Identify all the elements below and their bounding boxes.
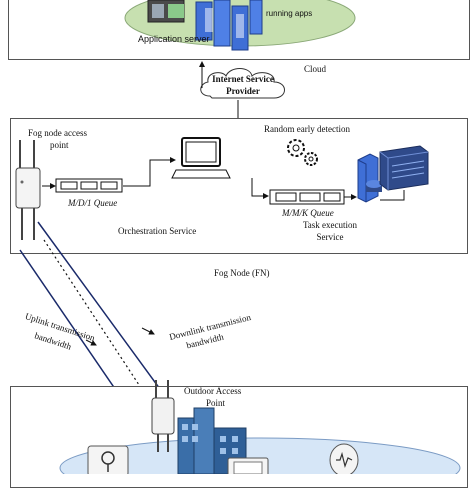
middle-dotted-line	[43, 239, 163, 421]
downlink-line	[37, 221, 169, 401]
running-apps-label: running apps	[266, 9, 313, 18]
orchestrator-laptop-icon	[171, 137, 231, 179]
ground-area	[59, 437, 461, 474]
md1-queue-label: M/D/1 Queue	[68, 198, 118, 208]
execution-server-icon	[357, 153, 382, 203]
fog-access-point-label-line1: Fog node access	[28, 128, 87, 138]
isp-label-line2: Provider	[226, 86, 260, 96]
isp-cloud-icon	[200, 68, 285, 99]
outdoor-access-point-label-line1: Outdoor Access	[184, 386, 242, 396]
random-early-detection-label: Random early detection	[264, 124, 350, 134]
orchestration-service-label: Orchestration Service	[118, 226, 197, 236]
fog-access-point-label-line2: point	[50, 140, 69, 150]
application-server-label: Application server	[138, 34, 210, 44]
storage-array-icon	[379, 145, 429, 191]
fog-node-artwork	[15, 137, 429, 240]
mmk-queue-icon	[269, 189, 345, 205]
downlink-arrow	[141, 327, 155, 335]
cloud-artwork	[124, 0, 356, 51]
buildings-icon	[177, 407, 247, 474]
iot-artwork	[59, 380, 461, 474]
isp-label-line1: Internet Service	[212, 74, 274, 84]
outdoor-access-point-icon	[151, 380, 175, 452]
task-execution-label-line1: Task execution	[302, 220, 358, 230]
task-execution-label-line2: Service	[316, 232, 344, 242]
monitor-device-icon	[227, 457, 269, 474]
location-device-icon	[87, 445, 129, 474]
server-stack-icon	[195, 0, 263, 51]
outdoor-access-point-label-line2: Point	[206, 398, 226, 408]
fog-access-point-icon	[15, 140, 41, 240]
mmk-queue-label: M/M/K Queue	[282, 208, 334, 218]
uplink-arrow	[85, 339, 97, 346]
heart-rate-device-icon	[329, 443, 359, 474]
md1-queue-icon	[55, 178, 123, 193]
connector-arrows	[199, 61, 239, 118]
computer-icon	[147, 0, 185, 23]
fog-node-label: Fog Node (FN)	[214, 268, 270, 278]
cloud-label: Cloud	[304, 64, 327, 74]
gears-icon	[287, 139, 318, 166]
